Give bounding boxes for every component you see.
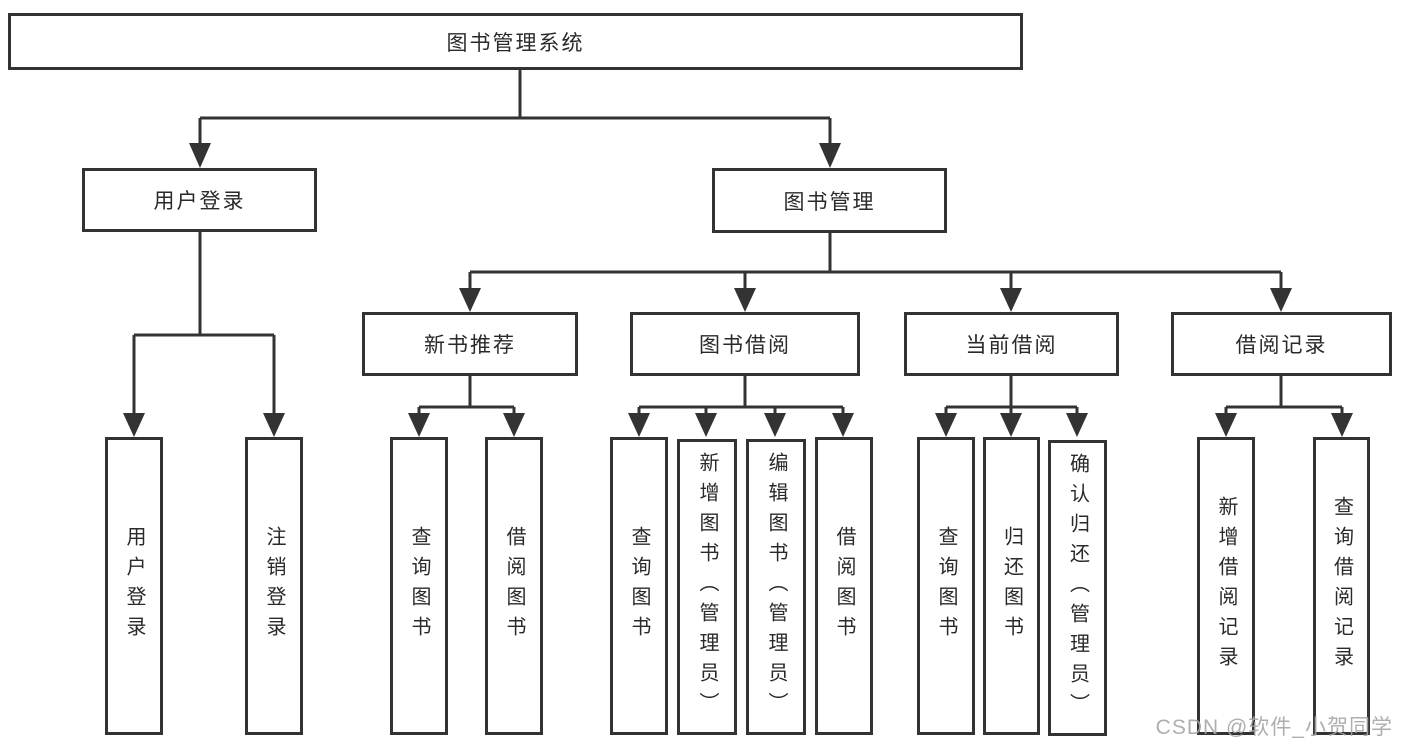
node-new-book-recommend: 新书推荐 (362, 312, 578, 376)
arrowhead (734, 288, 756, 312)
leaf-label: 新增图书（管理员） (696, 452, 718, 722)
leaf-label: 查询借阅记录 (1330, 496, 1353, 676)
arrowhead (1000, 288, 1022, 312)
arrowhead (832, 413, 854, 437)
arrowhead (819, 143, 841, 168)
leaf-label: 查询图书 (935, 526, 957, 646)
arrowhead (1000, 413, 1022, 437)
node-book-management: 图书管理 (712, 168, 947, 233)
leaf-label: 借阅图书 (503, 526, 525, 646)
arrowhead (628, 413, 650, 437)
node-user-login: 用户登录 (82, 168, 317, 232)
leaf-confirm-return-admin: 确认归还（管理员） (1048, 440, 1107, 736)
arrowhead (459, 288, 481, 312)
leaf-label: 确认归还（管理员） (1066, 453, 1089, 723)
leaf-label: 查询图书 (628, 526, 650, 646)
leaf-label: 查询图书 (408, 526, 430, 646)
leaf-borrow-books: 借阅图书 (815, 437, 873, 735)
leaf-query-books-current: 查询图书 (917, 437, 975, 735)
arrowhead (1270, 288, 1292, 312)
arrowhead (503, 413, 525, 437)
leaf-add-book-admin: 新增图书（管理员） (677, 439, 737, 735)
leaf-label: 新增借阅记录 (1215, 496, 1237, 676)
leaf-query-borrow-record: 查询借阅记录 (1313, 437, 1370, 735)
arrowhead (408, 413, 430, 437)
leaf-label: 归还图书 (1000, 526, 1023, 646)
node-root-library-system: 图书管理系统 (8, 13, 1023, 70)
node-book-borrow: 图书借阅 (630, 312, 860, 376)
leaf-edit-book-admin: 编辑图书（管理员） (746, 439, 806, 735)
arrowhead (263, 413, 285, 437)
leaf-label: 注销登录 (263, 526, 285, 646)
arrowhead (764, 413, 786, 437)
arrowhead (1066, 413, 1088, 437)
leaf-query-books-borrow: 查询图书 (610, 437, 668, 735)
leaf-query-books-recommend: 查询图书 (390, 437, 448, 735)
leaf-user-login: 用户登录 (105, 437, 163, 735)
arrowhead (123, 413, 145, 437)
leaf-label: 借阅图书 (833, 526, 855, 646)
leaf-return-book: 归还图书 (983, 437, 1040, 735)
leaf-borrow-books-recommend: 借阅图书 (485, 437, 543, 735)
leaf-label: 编辑图书（管理员） (765, 452, 787, 722)
csdn-watermark: CSDN @软件_小贺同学 (1155, 716, 1393, 739)
leaf-label: 用户登录 (123, 526, 145, 646)
node-borrow-records: 借阅记录 (1171, 312, 1392, 376)
node-current-borrow: 当前借阅 (904, 312, 1119, 376)
arrowhead (1215, 413, 1237, 437)
leaf-logout: 注销登录 (245, 437, 303, 735)
arrowhead (695, 413, 717, 437)
arrowhead (1331, 413, 1353, 437)
leaf-add-borrow-record: 新增借阅记录 (1197, 437, 1255, 735)
arrowhead (189, 143, 211, 168)
arrowhead (935, 413, 957, 437)
